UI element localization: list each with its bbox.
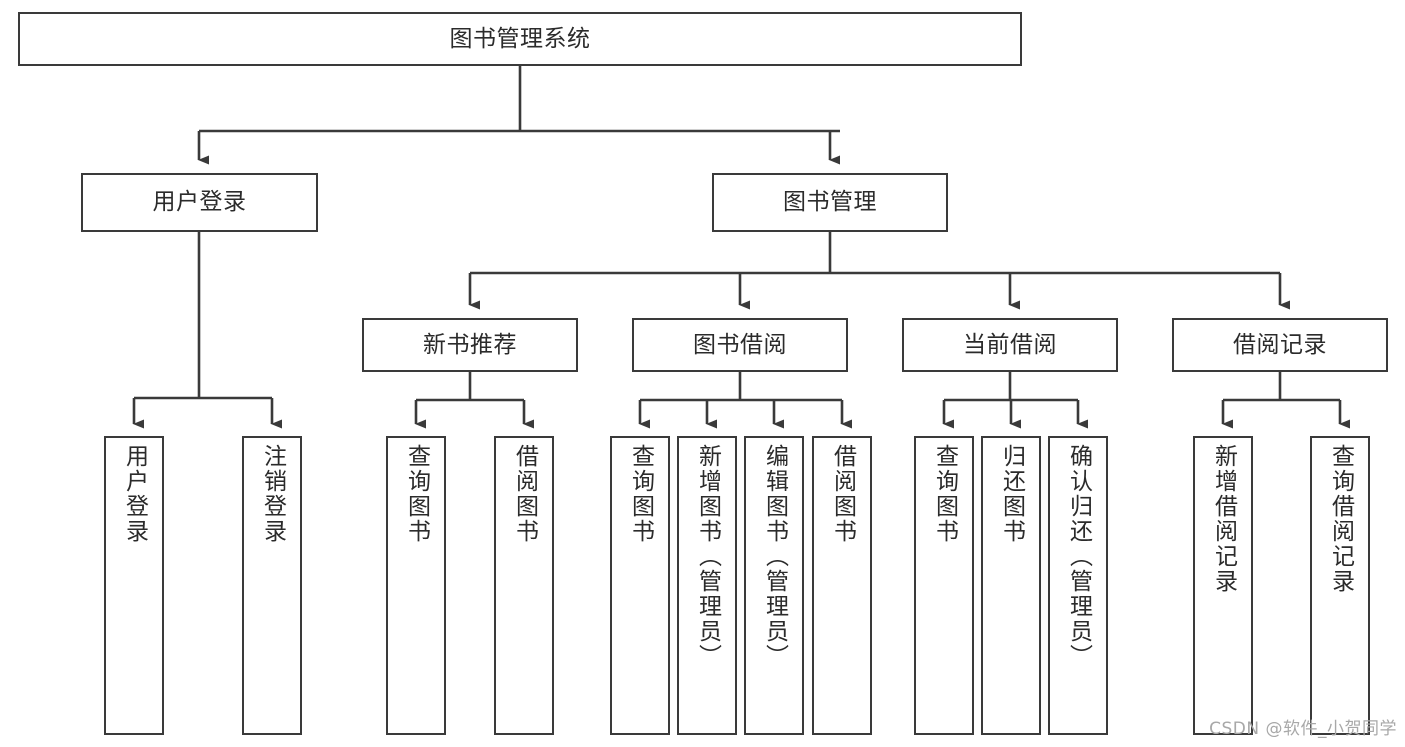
node-leaf-add-book[interactable]: 新增图书（管理员）: [677, 436, 737, 735]
node-user-login[interactable]: 用户登录: [81, 173, 318, 232]
node-leaf-borrow-book-2-label: 借阅图书: [829, 444, 856, 544]
node-leaf-query-book-1[interactable]: 查询图书: [386, 436, 446, 735]
node-leaf-add-record[interactable]: 新增借阅记录: [1193, 436, 1253, 735]
node-new-book-recommend-label: 新书推荐: [423, 331, 517, 358]
node-leaf-edit-book-label: 编辑图书（管理员）: [761, 444, 788, 669]
node-leaf-confirm-return[interactable]: 确认归还（管理员）: [1048, 436, 1108, 735]
node-leaf-query-book-2[interactable]: 查询图书: [610, 436, 670, 735]
node-user-login-label: 用户登录: [152, 189, 247, 216]
node-leaf-user-login[interactable]: 用户登录: [104, 436, 164, 735]
node-leaf-query-book-3-label: 查询图书: [931, 444, 958, 544]
node-new-book-recommend[interactable]: 新书推荐: [362, 318, 578, 372]
node-leaf-query-record-label: 查询借阅记录: [1327, 444, 1354, 594]
node-borrow-record[interactable]: 借阅记录: [1172, 318, 1388, 372]
node-leaf-borrow-book-2[interactable]: 借阅图书: [812, 436, 872, 735]
node-leaf-user-login-label: 用户登录: [121, 444, 148, 544]
node-book-manage-label: 图书管理: [783, 189, 877, 216]
node-book-borrow-label: 图书借阅: [693, 331, 787, 358]
node-root-label: 图书管理系统: [449, 25, 591, 52]
node-leaf-return-book-label: 归还图书: [998, 444, 1025, 544]
node-leaf-user-logout[interactable]: 注销登录: [242, 436, 302, 735]
node-leaf-borrow-book-1[interactable]: 借阅图书: [494, 436, 554, 735]
node-leaf-query-book-1-label: 查询图书: [403, 444, 430, 544]
node-leaf-query-record[interactable]: 查询借阅记录: [1310, 436, 1370, 735]
node-current-borrow[interactable]: 当前借阅: [902, 318, 1118, 372]
node-current-borrow-label: 当前借阅: [963, 331, 1057, 358]
node-borrow-record-label: 借阅记录: [1233, 331, 1327, 358]
node-leaf-query-book-3[interactable]: 查询图书: [914, 436, 974, 735]
node-leaf-query-book-2-label: 查询图书: [627, 444, 654, 544]
node-leaf-confirm-return-label: 确认归还（管理员）: [1065, 444, 1092, 669]
node-root[interactable]: 图书管理系统: [18, 12, 1022, 66]
node-leaf-borrow-book-1-label: 借阅图书: [511, 444, 538, 544]
node-leaf-edit-book[interactable]: 编辑图书（管理员）: [744, 436, 804, 735]
node-leaf-add-book-label: 新增图书（管理员）: [694, 444, 721, 669]
node-book-borrow[interactable]: 图书借阅: [632, 318, 848, 372]
node-leaf-return-book[interactable]: 归还图书: [981, 436, 1041, 735]
node-leaf-add-record-label: 新增借阅记录: [1210, 444, 1237, 594]
node-book-manage[interactable]: 图书管理: [712, 173, 948, 232]
node-leaf-user-logout-label: 注销登录: [259, 444, 286, 544]
